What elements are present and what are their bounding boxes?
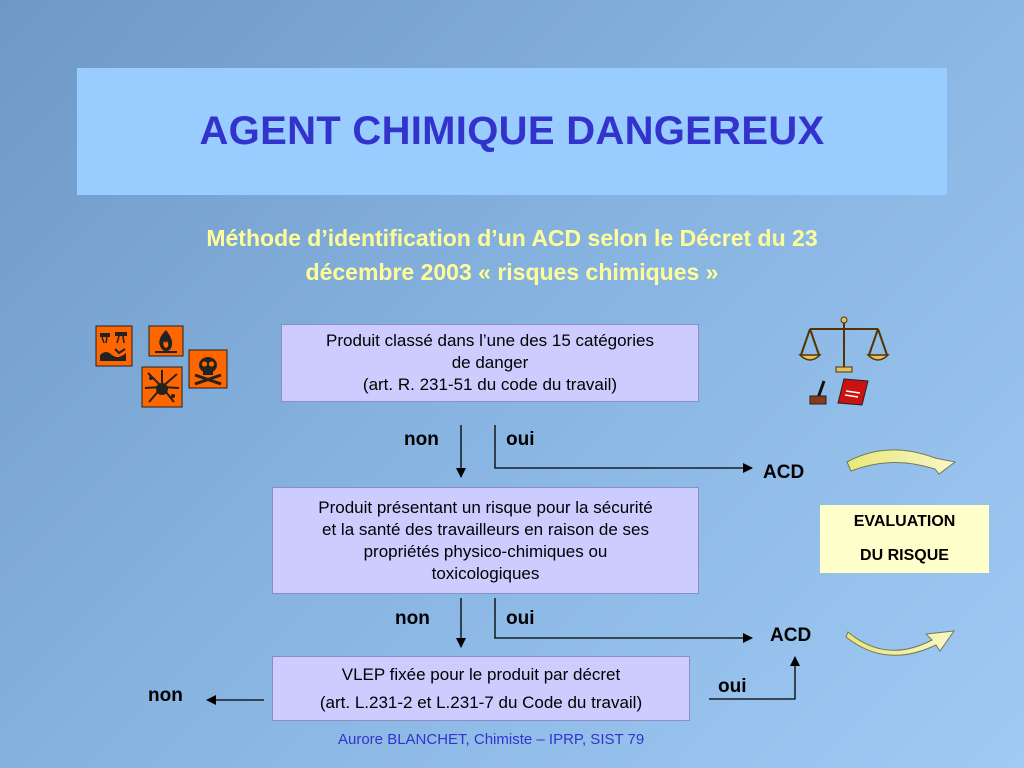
box1-line-1: Produit classé dans l’une des 15 catégor… [326, 331, 654, 350]
label-acd-2: ACD [770, 625, 812, 646]
title-banner: AGENT CHIMIQUE DANGEREUX [77, 68, 947, 195]
flame-icon [148, 325, 184, 357]
footer-credit: Aurore BLANCHET, Chimiste – IPRP, SIST 7… [338, 731, 645, 748]
law-book-icon [837, 378, 869, 406]
box3-line-2: (art. L.231-2 et L.231-7 du Code du trav… [319, 692, 643, 712]
label-non-2: non [395, 608, 430, 629]
arrow-oui-2 [494, 598, 753, 643]
box2-line-4: toxicologiques [431, 563, 540, 583]
curved-arrow-icon-2 [845, 630, 956, 656]
box1-line-3: (art. R. 231-51 du code du travail) [362, 375, 618, 394]
skull-icon [188, 349, 228, 389]
scales-of-justice-icon [798, 316, 890, 373]
evaluation-box: EVALUATION DU RISQUE [820, 505, 989, 573]
box2-line-2: et la santé des travailleurs en raison d… [322, 519, 649, 539]
label-oui-3: oui [718, 676, 747, 697]
arrow-oui-3 [709, 656, 800, 700]
arrow-oui-1 [494, 425, 753, 473]
label-non-1: non [404, 429, 439, 450]
subtitle: Méthode d’identification d’un ACD selon … [100, 221, 924, 289]
evaluation-line-1: EVALUATION [853, 513, 956, 530]
curved-arrow-icon [846, 449, 957, 475]
evaluation-line-2: DU RISQUE [860, 547, 949, 564]
gavel-icon [809, 380, 827, 405]
box1-line-2: de danger [451, 353, 529, 372]
label-oui-1: oui [506, 429, 535, 450]
page-title: AGENT CHIMIQUE DANGEREUX [199, 109, 825, 153]
box2-line-3: propriétés physico-chimiques ou [363, 541, 608, 561]
label-oui-2: oui [506, 608, 535, 629]
label-non-3: non [148, 685, 183, 706]
box2-line-1: Produit présentant un risque pour la séc… [318, 497, 653, 517]
box3-line-1: VLEP fixée pour le produit par décret [341, 664, 621, 684]
corrosive-icon [95, 325, 133, 367]
explosive-icon [141, 366, 183, 408]
label-acd-1: ACD [763, 462, 805, 483]
criterion-box-risk: Produit présentant un risque pour la séc… [272, 487, 699, 594]
criterion-box-classified: Produit classé dans l’une des 15 catégor… [281, 324, 699, 402]
subtitle-line-1: Méthode d’identification d’un ACD selon … [206, 225, 818, 251]
criterion-box-vlep: VLEP fixée pour le produit par décret (a… [272, 656, 690, 721]
subtitle-line-2: décembre 2003 « risques chimiques » [305, 259, 719, 285]
